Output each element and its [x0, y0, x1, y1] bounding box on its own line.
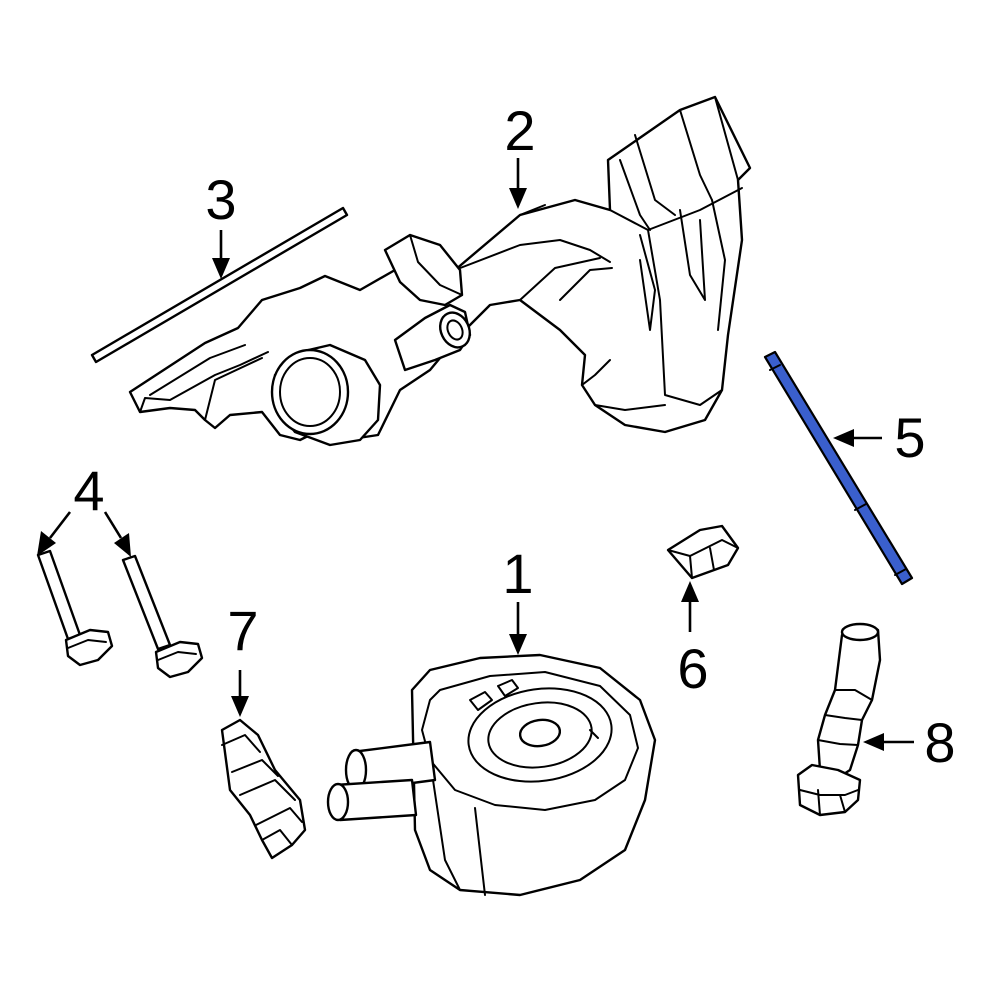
callout-arrow-4: [37, 511, 131, 557]
part-4-bolt-left[interactable]: [36, 549, 114, 667]
part-8-fitting[interactable]: [796, 622, 882, 817]
part-4-bolt-right[interactable]: [121, 554, 204, 679]
part-1-oil-cooler[interactable]: [326, 653, 657, 897]
callout-arrow-6: [681, 581, 699, 632]
callout-2: 2: [504, 99, 535, 162]
callout-arrow-8: [863, 733, 914, 751]
part-2-housing[interactable]: [128, 95, 752, 447]
callout-arrow-3: [212, 230, 230, 279]
part-5-bolt[interactable]: [763, 350, 914, 586]
callout-3: 3: [205, 168, 236, 231]
part-6-nut[interactable]: [666, 524, 740, 580]
callout-arrow-1: [509, 602, 527, 655]
callout-8: 8: [924, 711, 955, 774]
callout-arrow-7: [231, 670, 249, 717]
part-3-gasket[interactable]: [90, 206, 349, 364]
callout-7: 7: [227, 599, 258, 662]
callout-arrow-5: [833, 429, 882, 447]
callout-arrow-2: [509, 158, 527, 209]
callout-1: 1: [502, 542, 533, 605]
callout-4: 4: [73, 459, 104, 522]
part-7-sensor[interactable]: [220, 718, 307, 860]
callout-5: 5: [894, 406, 925, 469]
callout-6: 6: [677, 637, 708, 700]
